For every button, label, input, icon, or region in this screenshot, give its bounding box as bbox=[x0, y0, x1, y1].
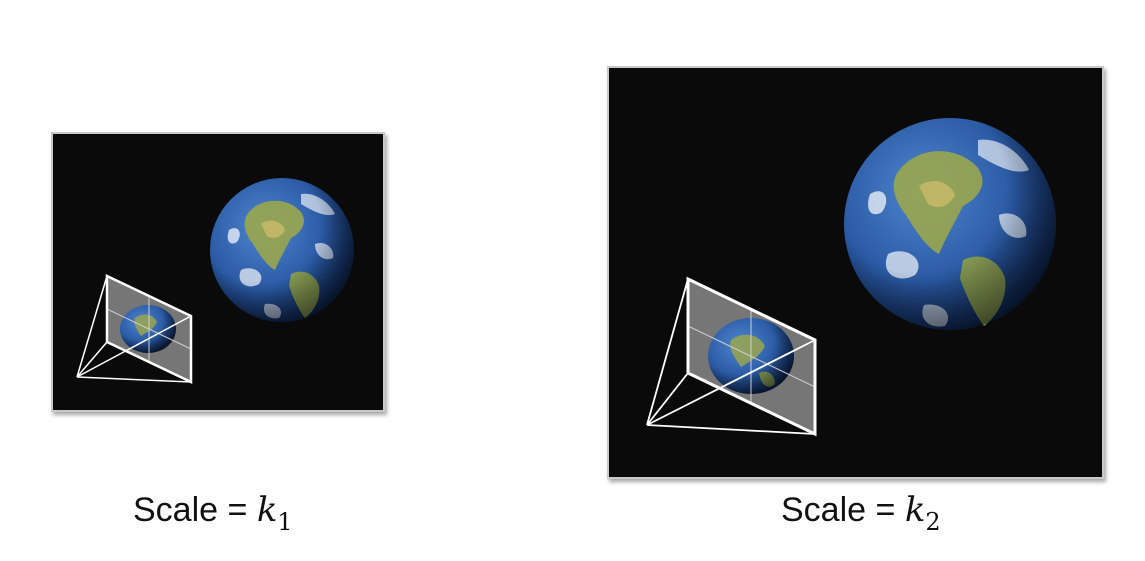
scene-panel-small bbox=[51, 132, 385, 412]
earth-globe-icon bbox=[844, 118, 1056, 330]
camera-frustum-icon bbox=[646, 276, 817, 437]
caption-variable: k bbox=[904, 490, 926, 530]
scene-small-svg bbox=[76, 178, 354, 384]
camera-frustum-icon bbox=[76, 274, 193, 384]
earth-globe-icon bbox=[210, 178, 354, 322]
caption-subscript: 1 bbox=[277, 508, 293, 536]
caption-variable: k bbox=[256, 490, 278, 530]
scene-large-svg bbox=[646, 118, 1056, 437]
caption-prefix: Scale = bbox=[133, 491, 257, 529]
caption-prefix: Scale = bbox=[781, 491, 905, 529]
scene-panel-large bbox=[607, 66, 1104, 479]
scale-caption-k2: Scale = k2 bbox=[781, 490, 941, 536]
caption-subscript: 2 bbox=[925, 508, 941, 536]
scale-caption-k1: Scale = k1 bbox=[133, 490, 293, 536]
